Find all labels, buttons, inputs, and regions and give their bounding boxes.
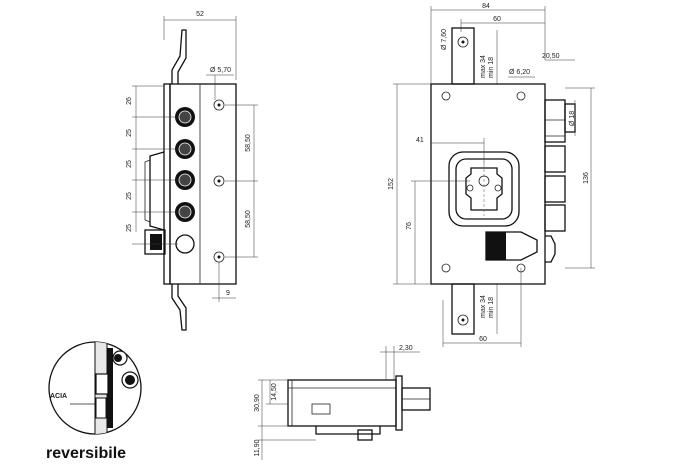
reversibile-label: reversibile — [46, 445, 126, 462]
bolt-teeth — [544, 99, 566, 232]
dim-bolt-span: 136 — [583, 172, 590, 184]
dim-width-top: 52 — [196, 11, 204, 18]
dim-pitch-5: 25 — [126, 224, 133, 232]
dim-thick-2: 30,90 — [254, 394, 261, 412]
reversible-inset: ACIA — [48, 341, 142, 435]
dim-width-60-bottom: 60 — [479, 336, 487, 343]
front-view: 52 — [126, 11, 258, 331]
dim-width-60-top: 60 — [493, 16, 501, 23]
dim-hole-mid: Ø 6,20 — [509, 69, 530, 76]
dim-pitch-3: 25 — [126, 160, 133, 168]
dim-min-top: min 18 — [488, 57, 495, 78]
dim-pitch-2: 25 — [126, 129, 133, 137]
dim-max-top: max 34 — [480, 55, 487, 78]
dim-hole-span-2: 58,50 — [245, 210, 252, 228]
bolt-heads — [175, 107, 195, 254]
dim-hole: Ø 5,70 — [210, 67, 231, 74]
dim-cyl-offset: 41 — [416, 137, 424, 144]
dim-width-total: 84 — [482, 3, 490, 10]
dim-min-bottom: min 18 — [488, 297, 495, 318]
dim-height-total: 152 — [388, 178, 395, 190]
dim-gap: 2,30 — [399, 345, 413, 352]
inset-text: ACIA — [50, 393, 67, 400]
dim-offset-bottom: 9 — [226, 290, 230, 297]
back-view: 84 60 Ø 7,60 max 34 min 18 20,50 Ø 6,20 — [388, 3, 595, 347]
dim-cyl-height: 76 — [406, 222, 413, 230]
dim-thick-3: 11,90 — [254, 439, 261, 456]
side-view: 2,30 14,50 30,90 11,90 — [254, 345, 431, 460]
dim-hole-small: Ø 7,60 — [441, 29, 448, 50]
dim-max-bottom: max 34 — [480, 295, 487, 318]
dim-pitch-4: 25 — [126, 192, 133, 200]
dim-thick-1: 14,50 — [271, 383, 278, 401]
dim-pin: Ø 18 — [569, 111, 576, 126]
dim-hole-span-1: 58,50 — [245, 134, 252, 152]
dim-throw: 20,50 — [542, 53, 560, 60]
dim-pitch-1: 26 — [126, 97, 133, 105]
